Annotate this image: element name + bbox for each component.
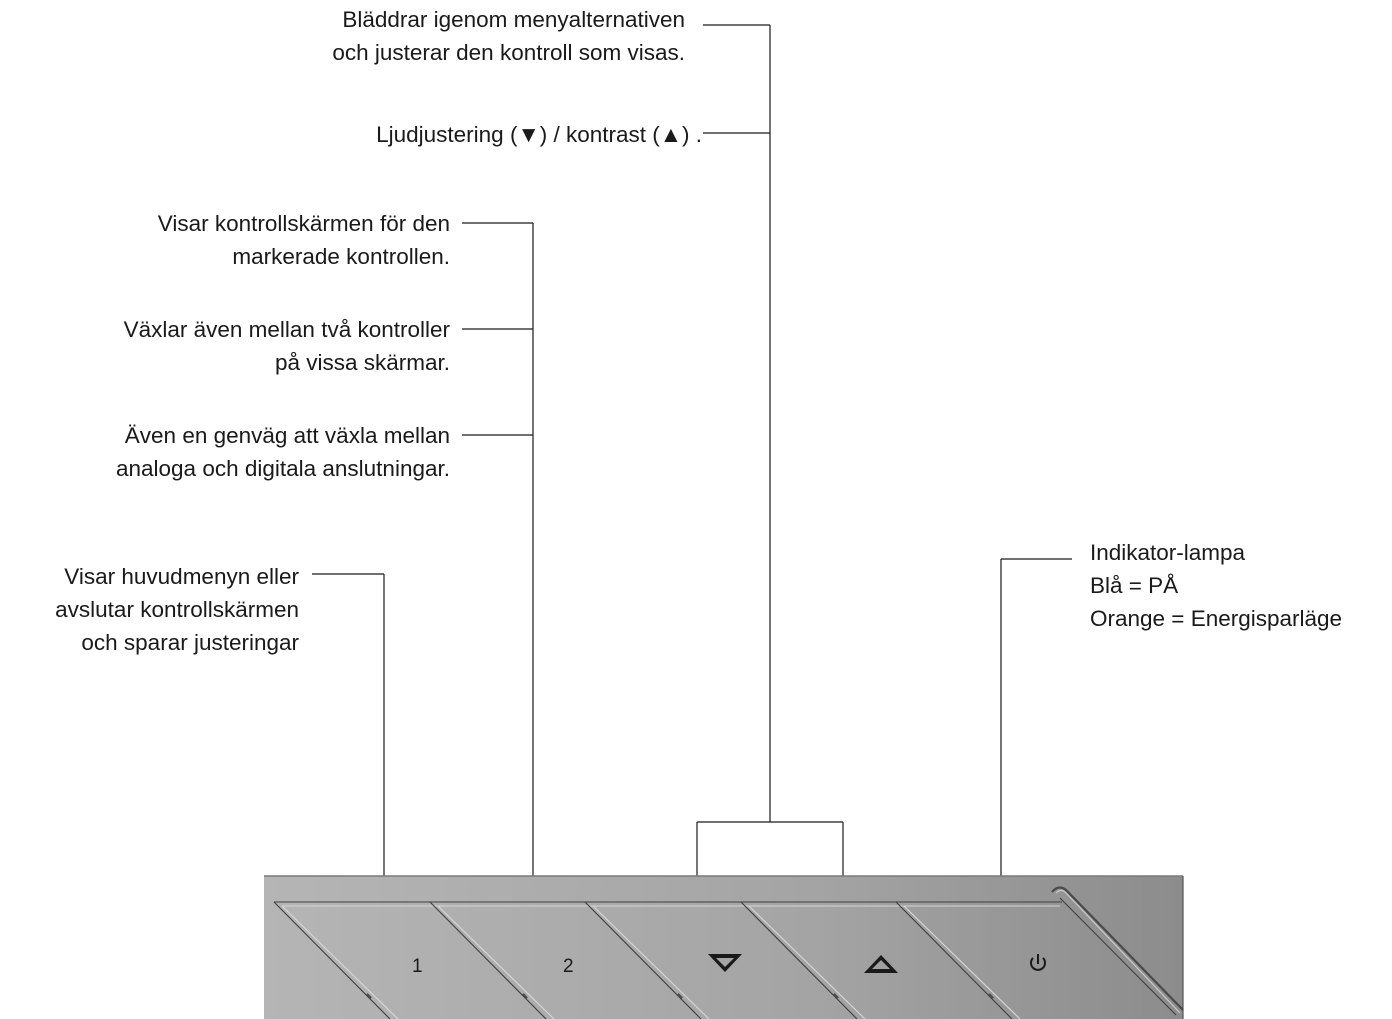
- separator-up-power-hl: [903, 905, 1021, 1019]
- leader-lines: [312, 24, 1072, 876]
- notch: [522, 993, 528, 999]
- separator-1-2: [429, 901, 547, 1019]
- callout-text-line: och justerar den kontroll som visas.: [332, 40, 685, 65]
- separator-2-down: [584, 901, 702, 1019]
- notch: [366, 993, 372, 999]
- callout-text-line: Även en genväg att växla mellan: [124, 423, 450, 448]
- callout-text-line: Indikator-lampa: [1090, 540, 1246, 565]
- separator-1-2-hl: [437, 905, 555, 1019]
- callout-indicator-lamp: Indikator-lampa Blå = PÅ Orange = Energi…: [1090, 536, 1342, 635]
- callout-input-shortcut: Även en genväg att växla mellan analoga …: [116, 419, 450, 485]
- callout-text-line: markerade kontrollen.: [232, 244, 450, 269]
- triangle-up-icon[interactable]: [864, 955, 898, 973]
- button-1-left-edge: [273, 901, 391, 1019]
- callout-text-line: Blå = PÅ: [1090, 573, 1179, 598]
- notch: [677, 993, 683, 999]
- callout-text-line: Visar kontrollskärmen för den: [157, 211, 450, 236]
- triangle-down-icon[interactable]: [708, 954, 742, 972]
- button-notches: [366, 993, 994, 999]
- callout-text-line: analoga och digitala anslutningar.: [115, 456, 450, 481]
- callout-text-line: och sparar justeringar: [81, 630, 299, 655]
- indicator-lamp-highlight: [1055, 889, 1181, 1014]
- indicator-lamp: [1051, 886, 1184, 1011]
- callout-main-menu: Visar huvudmenyn eller avslutar kontroll…: [55, 560, 299, 659]
- button-1-label[interactable]: 1: [412, 956, 423, 977]
- callout-volume-contrast: Ljudjustering (▼) / kontrast (▲) .: [376, 118, 702, 151]
- notch: [988, 993, 994, 999]
- separator-up-power: [895, 901, 1013, 1019]
- panel-surface: [264, 876, 1183, 1019]
- button-segments: [273, 897, 1177, 1019]
- callout-toggle-controls: Växlar även mellan två kontroller på vis…: [124, 313, 450, 379]
- callout-text-line: Orange = Energisparläge: [1090, 606, 1343, 631]
- callout-text-line: på vissa skärmar.: [274, 350, 450, 375]
- callout-scroll-menu: Bläddrar igenom menyalternativen och jus…: [332, 3, 685, 69]
- notch: [833, 993, 839, 999]
- separator-down-up-hl: [748, 905, 866, 1019]
- power-icon[interactable]: [1030, 954, 1046, 971]
- monitor-control-panel: 1 2: [264, 875, 1184, 1019]
- button-power-right-edge: [1059, 897, 1177, 1016]
- callout-text-line: Bläddrar igenom menyalternativen: [342, 7, 685, 32]
- callout-text-line: Växlar även mellan två kontroller: [123, 317, 450, 342]
- callout-text-line: avslutar kontrollskärmen: [55, 597, 299, 622]
- button-1-left-edge-hl: [281, 905, 399, 1019]
- callout-show-control: Visar kontrollskärmen för den markerade …: [158, 207, 450, 273]
- callout-text-line: Visar huvudmenyn eller: [64, 564, 299, 589]
- separator-down-up: [740, 901, 858, 1019]
- separator-2-down-hl: [592, 905, 710, 1019]
- button-2-label[interactable]: 2: [563, 956, 574, 977]
- callout-text-line: Ljudjustering (▼) / kontrast (▲) .: [376, 122, 702, 147]
